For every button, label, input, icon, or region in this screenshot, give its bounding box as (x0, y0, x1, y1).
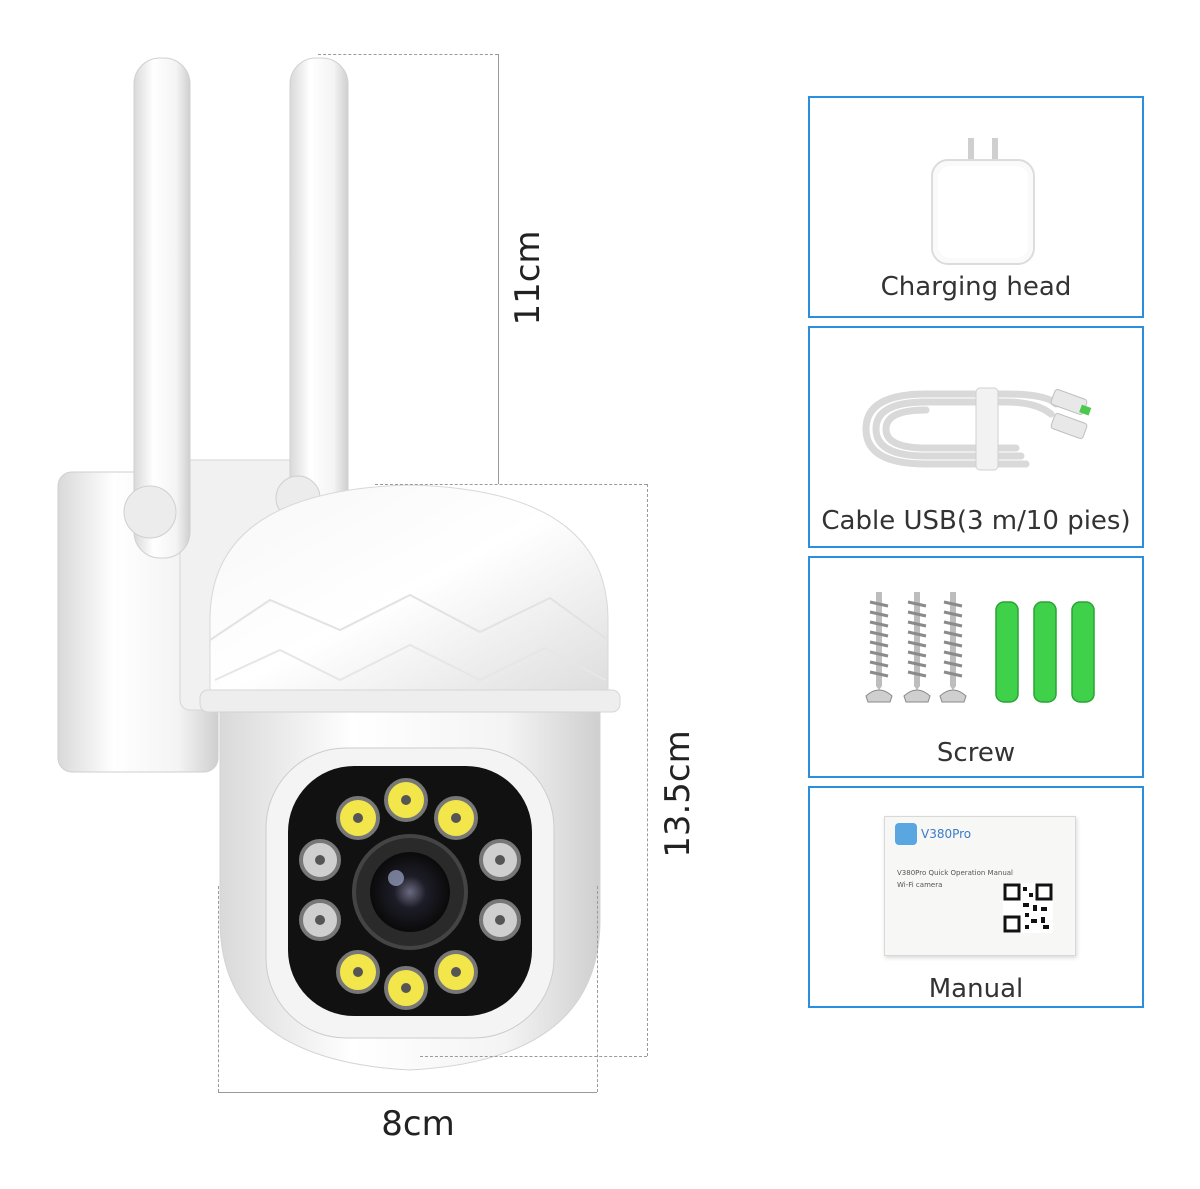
accessory-panel-cable: Cable USB(3 m/10 pies) (808, 326, 1144, 548)
qr-code-icon (1003, 883, 1053, 933)
accessory-label: Screw (936, 738, 1016, 768)
antenna-height-line-top (318, 54, 498, 55)
accessory-label: Cable USB(3 m/10 pies) (821, 506, 1131, 536)
accessory-panel-charger: Charging head (808, 96, 1144, 318)
camera-illustration (40, 40, 720, 1120)
body-width-label: 8cm (381, 1104, 455, 1144)
screw-icon (865, 592, 1095, 703)
antenna-height-label: 11cm (508, 230, 548, 326)
charger-icon (931, 138, 1035, 265)
wall-anchor-icon (995, 601, 1095, 703)
v380-logo-icon (895, 823, 917, 845)
body-height-line-top (375, 484, 647, 485)
usb-cable-icon (862, 387, 1092, 471)
accessory-panel-manual: V380Pro V380Pro Quick Operation Manual W… (808, 786, 1144, 1008)
manual-icon: V380Pro V380Pro Quick Operation Manual W… (884, 816, 1076, 956)
manual-title: V380Pro Quick Operation Manual (897, 869, 1013, 877)
accessory-label: Manual (928, 974, 1024, 1004)
body-height-line (647, 484, 648, 1056)
accessory-panel-screws: Screw (808, 556, 1144, 778)
manual-brand: V380Pro (921, 827, 972, 841)
accessory-label: Charging head (880, 272, 1072, 302)
body-height-label: 13.5cm (658, 730, 698, 858)
body-height-line-bottom (420, 1056, 647, 1057)
antenna-height-line (498, 54, 499, 484)
manual-subtitle: Wi-Fi camera (897, 881, 943, 889)
width-line-left (218, 886, 219, 1092)
width-line (218, 1092, 597, 1093)
width-line-right (597, 886, 598, 1092)
ptz-camera-icon (57, 57, 621, 1071)
